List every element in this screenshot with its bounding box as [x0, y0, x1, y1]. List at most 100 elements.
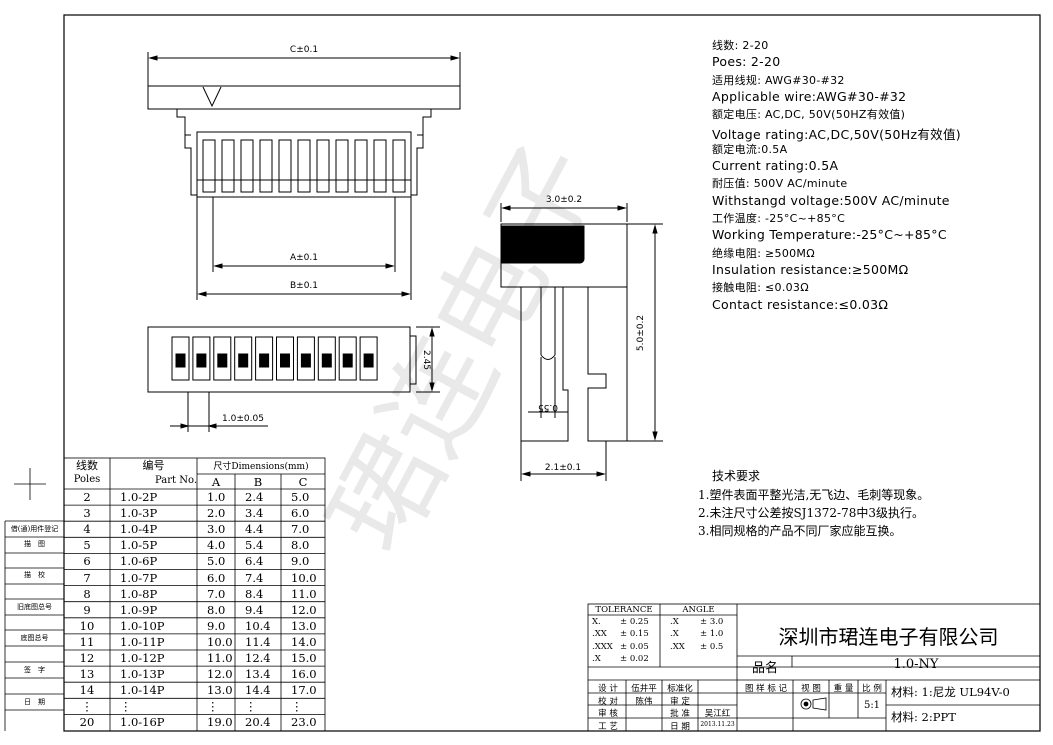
bottom-cell: [317, 336, 336, 381]
bottom-cell: [255, 336, 274, 381]
table-cell: 7: [83, 570, 91, 585]
table-cell: 10.4: [245, 618, 271, 633]
table-cell: 13: [79, 667, 95, 682]
tech-req-item-1: 1.塑件表面平整光洁,无飞边、毛刺等现象。: [698, 488, 930, 502]
table-cell: 8: [83, 586, 91, 601]
th-poles-cn: 线数: [76, 459, 98, 472]
table-cell: 7.0: [207, 586, 226, 601]
th-part-cn: 编号: [142, 459, 165, 472]
tb-approve: 批 准: [670, 709, 690, 719]
table-cell: 4.4: [245, 522, 264, 537]
table-cell: 13.0: [291, 618, 317, 633]
front-slot: [316, 139, 330, 193]
th-a: A: [211, 475, 221, 489]
bottom-cell: [171, 336, 190, 381]
spec-line: 线数: 2-20: [712, 39, 769, 52]
table-cell: 1.0-4P: [120, 522, 158, 537]
table-cell: 5: [83, 538, 91, 553]
table-cell: 1.0-14P: [120, 683, 165, 698]
strip-old-no: 旧底图总号: [17, 603, 52, 611]
dim-b-label: B±0.1: [290, 281, 318, 291]
strip-trace: 描 图: [24, 540, 45, 548]
spec-line: 额定电流:0.5A: [712, 142, 788, 156]
tol-head: TOLERANCE: [595, 605, 653, 615]
tb-std: 标准化: [667, 684, 693, 694]
tb-scale: 比 例: [862, 684, 882, 694]
th-poles-en: Poles: [73, 474, 101, 485]
table-cell: 3.4: [245, 506, 264, 521]
bottom-cell: [359, 336, 378, 381]
tolerance-cell: .X: [592, 653, 601, 664]
table-cell: 20.4: [245, 715, 271, 730]
tb-date: 日 期: [670, 722, 690, 732]
table-cell: 6: [83, 554, 91, 569]
th-part-en: Part No.: [155, 475, 197, 486]
spec-line: 绝缘电阻: ≥500MΩ: [712, 246, 815, 260]
table-cell: 12.0: [291, 602, 317, 617]
table-cell: 17.0: [291, 683, 317, 698]
table-cell: 1.0-12P: [120, 651, 165, 665]
th-dims: 尺寸Dimensions(mm): [213, 462, 309, 472]
table-cell: 1.0-8P: [120, 586, 158, 601]
tb-fix: 审 定: [670, 697, 690, 707]
table-cell: 11.4: [245, 634, 271, 649]
front-slot: [297, 139, 311, 193]
table-cell: 9: [83, 602, 91, 617]
angle-cell: ± 0.5: [700, 641, 724, 652]
table-cell: 11.0: [291, 586, 317, 601]
table-cell: ⋮: [81, 699, 93, 714]
table-cell: 14: [79, 683, 95, 698]
name-value: 1.0-NY: [893, 657, 939, 672]
tb-approve-by: 吴江红: [704, 709, 731, 719]
table-cell: 1.0: [207, 490, 226, 504]
strip-borrow: 借(通)用件登记: [10, 525, 59, 533]
table-cell: 8.4: [245, 586, 264, 601]
table-cell: 4: [83, 522, 91, 537]
table-cell: 7.0: [291, 522, 310, 537]
table-cell: 4.0: [207, 538, 226, 553]
bottom-contact: [280, 353, 290, 368]
table-cell: 1.0-6P: [120, 554, 158, 569]
table-cell: 12.0: [207, 667, 233, 682]
tb-mark: 图 样 标 记: [744, 684, 788, 694]
table-cell: 11: [79, 634, 95, 649]
table-cell: 1.0-11P: [120, 634, 165, 649]
angle-head: ANGLE: [682, 605, 715, 615]
spec-line: 适用线规: AWG#30-#32: [712, 73, 845, 87]
table-cell: 7.4: [245, 570, 264, 585]
dim-pin-label: 0.55: [538, 402, 558, 412]
tb-check-by: 陈伟: [635, 697, 653, 707]
bottom-contact: [196, 353, 207, 368]
front-slot: [202, 139, 216, 193]
front-slots: [202, 139, 406, 193]
table-cell: 20: [79, 715, 95, 730]
spec-line: Applicable wire:AWG#30-#32: [712, 88, 907, 104]
spec-line: Voltage rating:AC,DC,50V(50Hz有效值): [712, 126, 961, 142]
title-block-grid: [587, 603, 1041, 732]
table-cell: 15.0: [291, 651, 317, 665]
company-name: 深圳市珺连电子有限公司: [778, 625, 999, 649]
table-cell: 10.0: [291, 570, 317, 585]
angle-cell: .XX: [670, 641, 685, 652]
tolerance-cell: ± 0.02: [620, 653, 649, 664]
dim-c-label: C±0.1: [290, 45, 318, 55]
tb-design-by: 伍井平: [631, 684, 657, 694]
table-cell: 1.0-5P: [120, 538, 158, 553]
strip-sign: 签 字: [24, 666, 45, 674]
angle-cell: ± 3.0: [700, 617, 724, 627]
material-2: 材料: 2:PPT: [891, 710, 956, 724]
table-cell: 10.0: [207, 634, 233, 649]
table-cell: 1.0-9P: [120, 602, 158, 617]
tech-req-item-2: 2.未注尺寸公差按SJ1372-78中3级执行。: [698, 506, 924, 520]
bottom-cell: [338, 336, 357, 381]
dim-a-label: A±0.1: [290, 253, 318, 263]
table-cell: 1.0-2P: [120, 490, 158, 504]
table-cell: 2.4: [245, 490, 264, 504]
watermark: 珺连电子: [305, 124, 625, 573]
bottom-cells: [171, 336, 378, 381]
side-view: [500, 203, 663, 481]
dim-pitch-label: 1.0±0.05: [222, 414, 264, 424]
front-slot: [392, 139, 406, 193]
table-cell: 9.4: [245, 602, 264, 617]
